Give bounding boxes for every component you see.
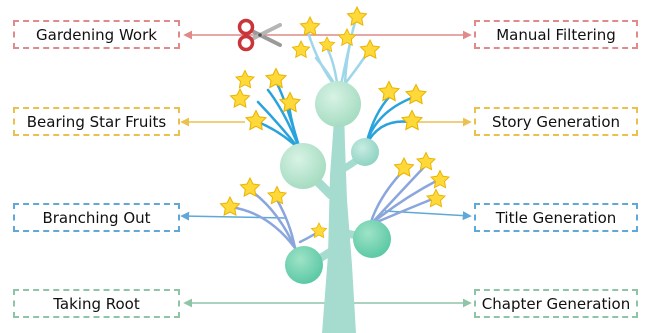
star-icon (291, 39, 311, 59)
label-gardening-work: Gardening Work (13, 20, 180, 49)
leaf-circle-upper-right (351, 138, 379, 166)
label-title-generation: Title Generation (474, 203, 638, 232)
top-branches (306, 20, 368, 92)
arrow-to-branching (180, 211, 286, 221)
star-icon (264, 67, 288, 89)
star-icon (234, 69, 256, 89)
star-icon (219, 195, 241, 217)
leaf-circle-upper-left (280, 143, 326, 189)
leaf-circle-lower-left (285, 246, 323, 284)
star-icon (429, 169, 451, 189)
star-icon (404, 83, 428, 105)
star-icon (346, 5, 368, 27)
star-icon (400, 109, 424, 131)
star-icon (239, 176, 261, 198)
star-icon (244, 109, 268, 131)
label-taking-root: Taking Root (13, 289, 180, 318)
leaf-circle-top (315, 81, 361, 127)
label-bearing-star-fruits: Bearing Star Fruits (13, 107, 180, 136)
tree-trunk (322, 105, 356, 333)
star-fruits (219, 5, 451, 239)
label-manual-filtering: Manual Filtering (474, 20, 638, 49)
star-icon (359, 38, 381, 60)
star-icon (310, 222, 328, 239)
star-icon (393, 156, 415, 178)
star-icon (299, 15, 321, 37)
leaf-circle-lower-right (353, 220, 391, 258)
star-icon (425, 188, 447, 208)
scissors-icon (237, 18, 282, 52)
star-icon (337, 27, 357, 47)
star-icon (229, 87, 251, 109)
star-icon (415, 151, 437, 171)
star-icon (278, 91, 302, 113)
star-icon (318, 36, 336, 53)
star-icon (377, 80, 401, 102)
label-chapter-generation: Chapter Generation (474, 289, 638, 318)
label-branching-out: Branching Out (13, 203, 180, 232)
star-icon (266, 185, 288, 205)
label-story-generation: Story Generation (474, 107, 638, 136)
